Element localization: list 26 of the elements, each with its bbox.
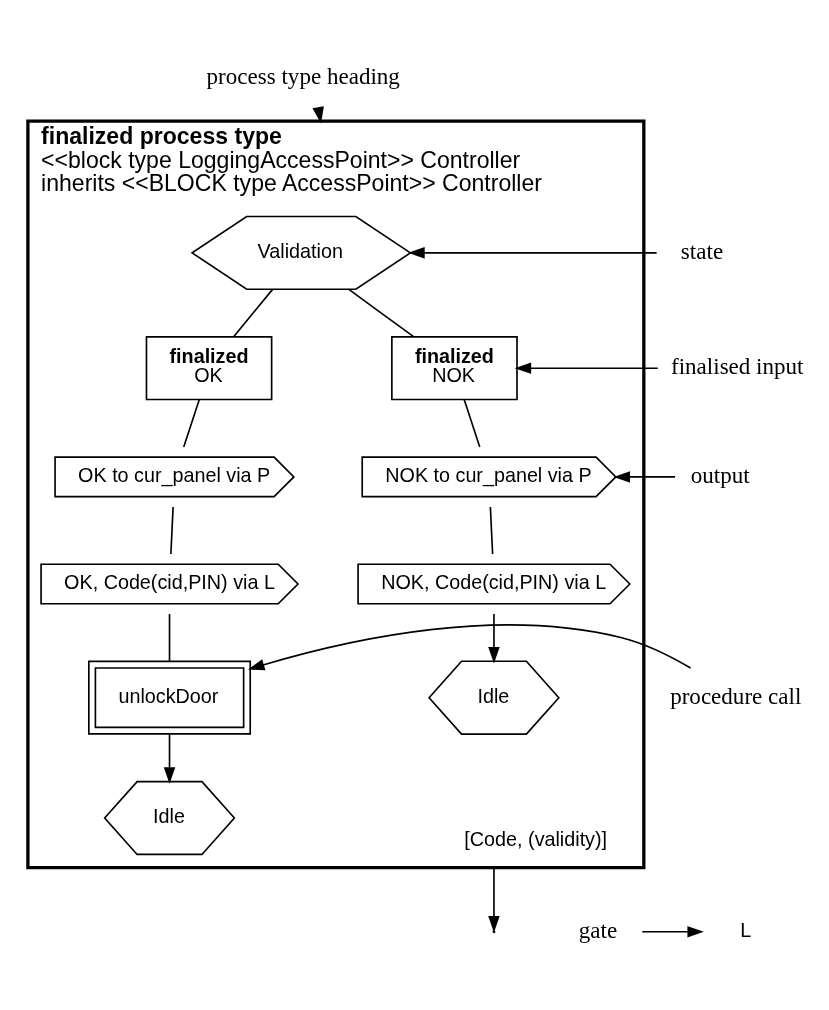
arrow [613,471,676,483]
arrow [248,624,692,671]
connector [170,506,174,555]
node-text: output [690,462,750,489]
connector [489,506,494,555]
node-box: finalized NOK [391,336,518,401]
connector [463,398,481,448]
arrow [488,613,500,664]
node-text: state [680,237,724,264]
connector [182,398,201,448]
node-text: procedure call [670,682,802,709]
node-text: process type heading [206,63,400,90]
node-box: finalized OK [145,336,273,401]
edge-label: [Code, (validity)] [464,827,608,850]
arrow [514,362,659,374]
node-box: unlockDoor [88,660,252,735]
node-text: L [740,918,752,941]
arrow [163,733,176,784]
connector [232,288,274,338]
connector [168,613,171,662]
connector [348,288,415,338]
node-text: gate [578,916,618,943]
arrow [488,866,500,933]
node-text: finalised input [671,353,804,380]
arrow [408,247,658,259]
arrow [641,926,704,938]
